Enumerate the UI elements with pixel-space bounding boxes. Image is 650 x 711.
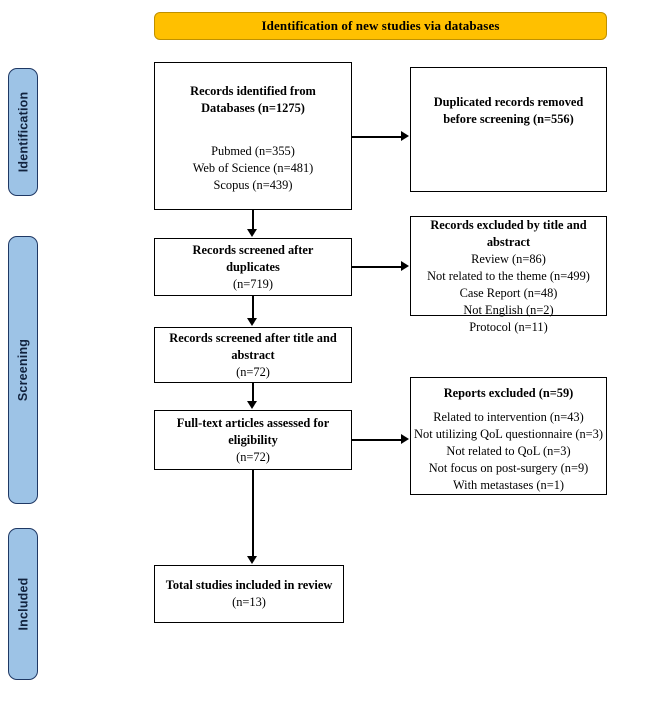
stage-band-included: Included bbox=[8, 528, 38, 680]
records-identified-source: Scopus (n=439) bbox=[213, 178, 293, 192]
arrow-down-icon bbox=[247, 318, 257, 326]
connector-screened-to-excluded-title-abstract bbox=[352, 266, 402, 268]
arrow-down-icon bbox=[247, 556, 257, 564]
box-records-excluded-title-abstract: Records excluded by title and abstract R… bbox=[410, 216, 607, 334]
connector-screened-to-title-abstract bbox=[252, 296, 254, 319]
screened-after-duplicates-count: (n=719) bbox=[232, 276, 274, 291]
screened-after-title-abstract-line1: Records screened after title and bbox=[169, 330, 337, 345]
excluded-title-abstract-reason: Case Report (n=48) bbox=[459, 286, 558, 300]
box-records-screened-after-title-abstract: Records screened after title and abstrac… bbox=[154, 327, 352, 383]
connector-identified-to-screened bbox=[252, 210, 254, 230]
duplicates-removed-line1: Duplicated records removed bbox=[433, 95, 584, 109]
box-total-studies-included: Total studies included in review (n=13) bbox=[154, 565, 344, 623]
reports-excluded-heading: Reports excluded (n=59) bbox=[443, 386, 574, 400]
records-identified-source: Web of Science (n=481) bbox=[192, 161, 314, 175]
arrow-down-icon bbox=[247, 401, 257, 409]
box-duplicates-removed: Duplicated records removed before screen… bbox=[410, 67, 607, 192]
duplicates-removed-line2: before screening (n=556) bbox=[443, 112, 574, 126]
box-records-screened-after-duplicates: Records screened after duplicates (n=719… bbox=[154, 238, 352, 296]
screened-after-title-abstract-count: (n=72) bbox=[236, 364, 270, 379]
box-fulltext-articles-assessed: Full-text articles assessed for eligibil… bbox=[154, 410, 352, 470]
total-included-count: (n=13) bbox=[232, 595, 266, 609]
reports-excluded-reason: Related to intervention (n=43) bbox=[433, 410, 584, 424]
connector-title-abstract-to-fulltext bbox=[252, 383, 254, 402]
connector-fulltext-to-reports-excluded bbox=[352, 439, 402, 441]
screened-after-duplicates-line2: duplicates bbox=[226, 259, 280, 274]
fulltext-assessed-count: (n=72) bbox=[236, 449, 270, 464]
arrow-right-icon bbox=[401, 261, 409, 271]
excluded-title-abstract-heading-line1: Records excluded by title and bbox=[430, 218, 587, 232]
box-records-identified: Records identified from Databases (n=127… bbox=[154, 62, 352, 210]
excluded-title-abstract-reason: Protocol (n=11) bbox=[469, 320, 548, 334]
excluded-title-abstract-heading-line2: abstract bbox=[486, 235, 531, 249]
stage-band-label: Screening bbox=[16, 338, 30, 402]
total-included-line1: Total studies included in review bbox=[165, 578, 333, 592]
stage-band-label: Identification bbox=[16, 91, 31, 173]
arrow-right-icon bbox=[401, 434, 409, 444]
screened-after-title-abstract-line2: abstract bbox=[231, 347, 275, 362]
arrow-right-icon bbox=[401, 131, 409, 141]
records-identified-source: Pubmed (n=355) bbox=[211, 144, 295, 158]
stage-band-identification: Identification bbox=[8, 68, 38, 196]
diagram-header-banner: Identification of new studies via databa… bbox=[154, 12, 607, 40]
excluded-title-abstract-reason: Not English (n=2) bbox=[463, 303, 554, 317]
stage-band-screening: Screening bbox=[8, 236, 38, 504]
box-reports-excluded: Reports excluded (n=59) Related to inter… bbox=[410, 377, 607, 495]
fulltext-assessed-line2: eligibility bbox=[228, 432, 278, 447]
reports-excluded-reason: Not utilizing QoL questionnaire (n=3) bbox=[414, 427, 603, 441]
connector-fulltext-to-total bbox=[252, 470, 254, 557]
records-identified-heading-line2: Databases (n=1275) bbox=[201, 101, 305, 115]
diagram-header-title: Identification of new studies via databa… bbox=[261, 18, 500, 33]
connector-identified-to-duplicates bbox=[352, 136, 402, 138]
fulltext-assessed-line1: Full-text articles assessed for bbox=[176, 415, 330, 430]
reports-excluded-reason: With metastases (n=1) bbox=[452, 478, 565, 492]
excluded-title-abstract-reason: Review (n=86) bbox=[471, 252, 546, 266]
records-identified-heading-line1: Records identified from bbox=[190, 84, 316, 98]
stage-band-label: Included bbox=[16, 577, 30, 631]
screened-after-duplicates-line1: Records screened after bbox=[192, 242, 314, 257]
reports-excluded-reason: Not focus on post-surgery (n=9) bbox=[428, 461, 589, 475]
excluded-title-abstract-reason: Not related to the theme (n=499) bbox=[427, 269, 590, 283]
arrow-down-icon bbox=[247, 229, 257, 237]
reports-excluded-reason: Not related to QoL (n=3) bbox=[446, 444, 571, 458]
